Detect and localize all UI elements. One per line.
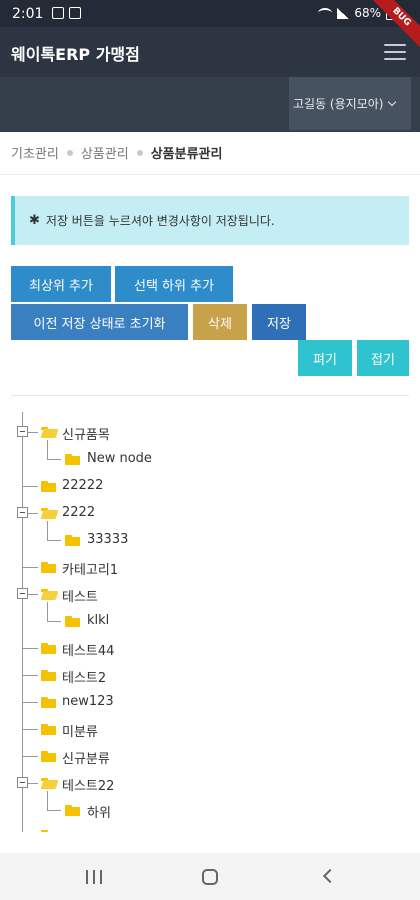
tree-node-label[interactable]: 테스트22 bbox=[62, 779, 115, 794]
sub-header: 고길동 (용지모아) bbox=[0, 77, 420, 132]
folder-open-icon bbox=[40, 589, 59, 600]
tree-node-label[interactable]: 2222 bbox=[62, 505, 96, 520]
add-root-button[interactable]: 최상위 추가 bbox=[11, 266, 111, 302]
folder-icon bbox=[41, 724, 56, 735]
signal-icon bbox=[337, 7, 350, 19]
folder-icon bbox=[41, 562, 56, 573]
delete-button[interactable]: 삭제 bbox=[193, 304, 247, 340]
recent-apps-icon[interactable] bbox=[86, 870, 102, 884]
tree-node-label[interactable]: 신규분류 bbox=[62, 752, 110, 767]
notice-text: 저장 버튼을 누르셔야 변경사항이 저장됩니다. bbox=[45, 214, 275, 228]
folder-icon bbox=[65, 454, 80, 465]
tree-node-label[interactable]: New node bbox=[87, 451, 152, 466]
status-time: 2:01 bbox=[12, 6, 44, 22]
folder-icon bbox=[65, 535, 80, 546]
tree-node-label[interactable]: 카테고리1 bbox=[62, 563, 119, 578]
tree-node-label[interactable]: 테스트 bbox=[62, 590, 98, 605]
tree-node-label[interactable]: 미분류 bbox=[62, 725, 98, 740]
breadcrumb-item-2[interactable]: 상품관리 bbox=[80, 147, 129, 162]
gallery-icon bbox=[52, 7, 64, 19]
collapse-toggle-icon[interactable] bbox=[17, 588, 28, 599]
tree-node-label[interactable]: 22222 bbox=[62, 478, 104, 493]
folder-icon bbox=[41, 643, 56, 654]
tree-node-label[interactable]: new123 bbox=[62, 694, 114, 709]
save-button[interactable]: 저장 bbox=[252, 304, 306, 340]
home-icon[interactable] bbox=[202, 869, 218, 885]
folder-icon bbox=[65, 805, 80, 816]
tree-node-label[interactable]: 신규품목 bbox=[62, 428, 110, 443]
status-notification-icons bbox=[52, 7, 81, 19]
folder-icon bbox=[41, 670, 56, 681]
collapse-button[interactable]: 접기 bbox=[357, 340, 409, 376]
tree-node-label[interactable]: 하위 bbox=[87, 806, 111, 821]
breadcrumb-item-1[interactable]: 기초관리 bbox=[11, 147, 59, 162]
status-bar: 2:01 68% bbox=[0, 0, 420, 27]
folder-open-icon bbox=[40, 427, 59, 438]
app-header: 웨이톡ERP 가맹점 bbox=[0, 27, 420, 77]
store-selector[interactable]: 고길동 (용지모아) bbox=[289, 77, 411, 130]
wifi-icon bbox=[318, 8, 333, 18]
asterisk-icon: ✱ bbox=[29, 213, 40, 228]
reset-button[interactable]: 이전 저장 상태로 초기화 bbox=[11, 304, 188, 340]
chevron-down-icon bbox=[388, 97, 397, 107]
breadcrumb: 기초관리 상품관리 상품분류관리 bbox=[11, 143, 222, 162]
back-icon[interactable] bbox=[322, 868, 338, 884]
breadcrumb-separator-icon bbox=[66, 149, 73, 156]
folder-icon bbox=[41, 751, 56, 762]
collapse-toggle-icon[interactable] bbox=[17, 507, 28, 518]
expand-button[interactable]: 펴기 bbox=[298, 340, 352, 376]
system-nav-bar bbox=[0, 853, 420, 900]
breadcrumb-current: 상품분류관리 bbox=[150, 147, 223, 162]
divider bbox=[0, 174, 420, 175]
category-tree[interactable]: 신규품목 New node 22222 2222 33333 카테고리1 테스트… bbox=[0, 412, 420, 832]
save-notice: ✱ 저장 버튼을 누르셔야 변경사항이 저장됩니다. bbox=[11, 196, 409, 245]
tree-node-label[interactable]: 33333 bbox=[87, 532, 129, 547]
folder-icon bbox=[41, 830, 56, 832]
breadcrumb-separator-icon bbox=[136, 149, 143, 156]
tree-node-label[interactable]: klkl bbox=[87, 613, 110, 628]
tree-node-label[interactable]: 테스트44 bbox=[62, 644, 115, 659]
divider bbox=[11, 395, 409, 396]
hamburger-menu-icon[interactable] bbox=[384, 44, 406, 61]
battery-percent: 68% bbox=[354, 6, 381, 20]
folder-icon bbox=[41, 481, 56, 492]
collapse-toggle-icon[interactable] bbox=[17, 777, 28, 788]
collapse-toggle-icon[interactable] bbox=[17, 426, 28, 437]
tree-node-label[interactable]: 테스트2 bbox=[62, 671, 107, 686]
store-selector-value: 고길동 (용지모아) bbox=[293, 97, 384, 111]
folder-icon bbox=[65, 616, 80, 627]
app-title: 웨이톡ERP 가맹점 bbox=[11, 45, 140, 64]
mail-icon bbox=[69, 7, 81, 19]
folder-open-icon bbox=[40, 778, 59, 789]
add-child-button[interactable]: 선택 하위 추가 bbox=[115, 266, 233, 302]
folder-open-icon bbox=[40, 508, 59, 519]
folder-icon bbox=[41, 697, 56, 708]
